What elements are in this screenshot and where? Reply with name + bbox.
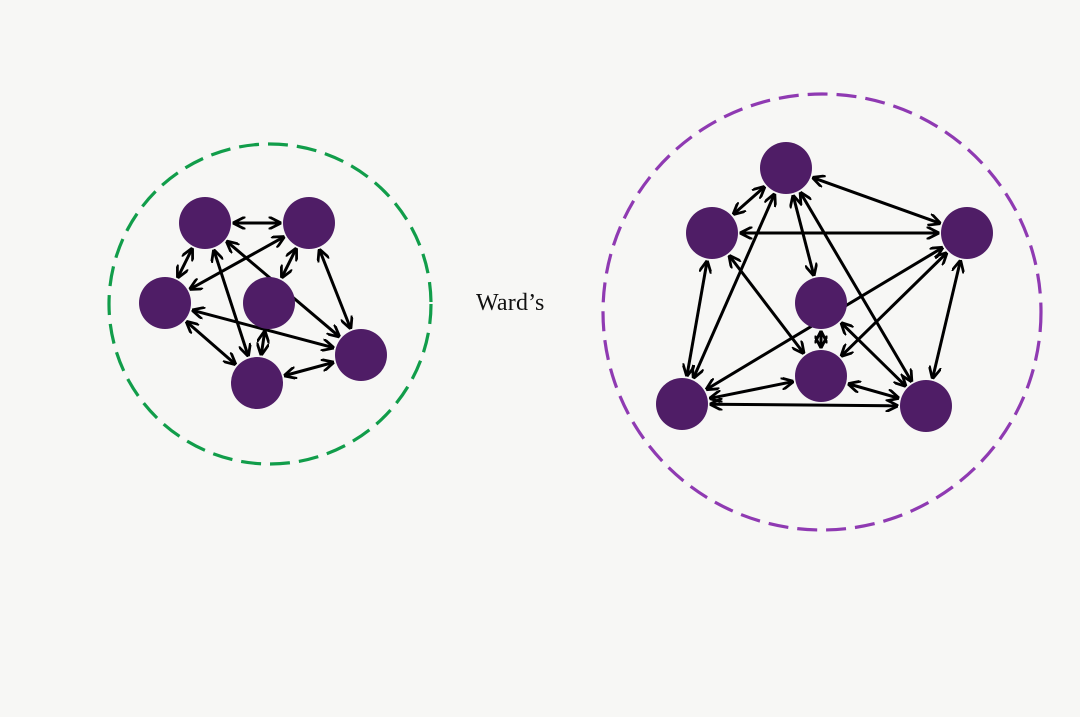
edge-l3-l6	[193, 310, 333, 347]
edge-l2-l3	[190, 237, 283, 289]
node-l1	[179, 197, 231, 249]
edge-l2-l4	[282, 249, 296, 277]
node-r7	[900, 380, 952, 432]
node-r1	[760, 142, 812, 194]
edge-l2-l6	[320, 250, 351, 328]
node-l4	[243, 277, 295, 329]
edge-r5-r7	[711, 404, 897, 406]
node-r5	[656, 378, 708, 430]
nodes	[139, 142, 993, 432]
edge-l3-l5	[187, 322, 235, 364]
edge-r5-r6	[710, 382, 792, 399]
edge-r4-r7	[842, 323, 906, 385]
node-r6	[795, 350, 847, 402]
edges	[178, 178, 960, 406]
node-r4	[795, 277, 847, 329]
edge-r1-r3	[813, 178, 939, 223]
edge-l4-l5	[261, 332, 264, 355]
node-l2	[283, 197, 335, 249]
node-l3	[139, 277, 191, 329]
edge-r6-r7	[849, 384, 898, 398]
node-r3	[941, 207, 993, 259]
node-l5	[231, 357, 283, 409]
cluster-boundaries	[107, 92, 1043, 532]
node-r2	[686, 207, 738, 259]
edge-l5-l6	[285, 363, 333, 376]
cluster-boundary-right	[601, 92, 1043, 532]
cluster-boundary-left	[107, 142, 433, 466]
edge-r3-r7	[933, 261, 961, 378]
ward-label: Ward’s	[476, 290, 545, 316]
edge-r1-r2	[734, 187, 764, 214]
edge-r2-r5	[687, 262, 707, 376]
node-l6	[335, 329, 387, 381]
edge-l1-l3	[178, 249, 192, 277]
